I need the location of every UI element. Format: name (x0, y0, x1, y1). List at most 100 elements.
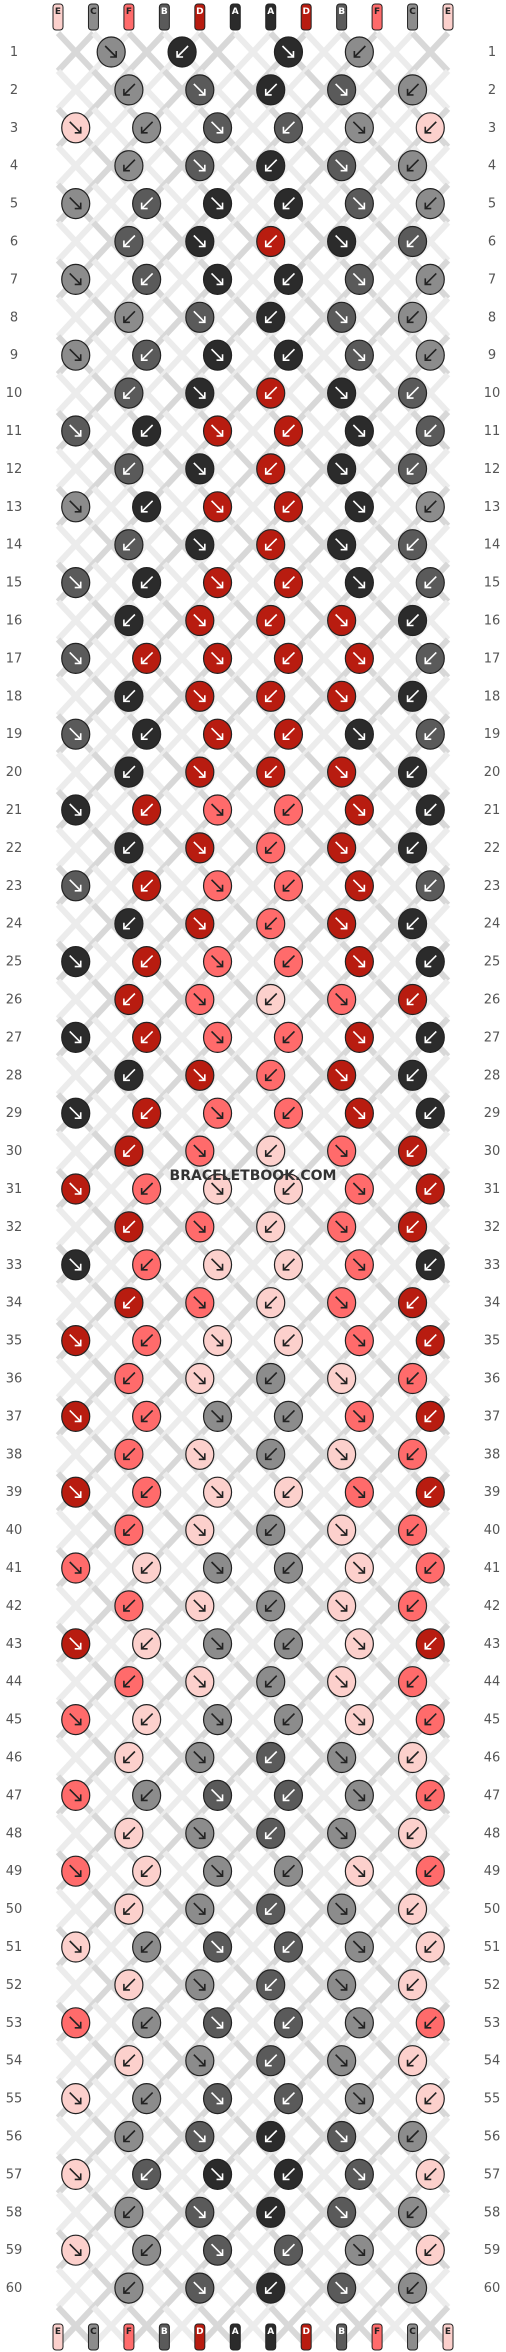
knot-arrow-icon (352, 576, 366, 589)
knot-arrow-icon (193, 2205, 206, 2219)
knot-arrow-icon (210, 955, 224, 968)
knot-arrow-icon (123, 1296, 136, 1309)
knot-arrow-icon (176, 45, 189, 58)
row-number-right: 16 (484, 614, 501, 629)
knot-arrow-icon (282, 2016, 296, 2029)
knot-arrow-icon (264, 841, 278, 854)
row-number-left: 19 (6, 727, 23, 742)
thread-segment (374, 1243, 415, 1286)
row-number-right: 58 (484, 2205, 501, 2220)
row-number-right: 48 (484, 1826, 501, 1841)
knot-arrow-icon (123, 1978, 136, 1991)
knot-arrow-icon (264, 83, 278, 96)
thread-segment (55, 1357, 96, 1400)
bottom-strand-letter: F (126, 2327, 132, 2337)
knot-arrow-icon (264, 1523, 278, 1536)
row-number-right: 45 (484, 1713, 501, 1728)
thread-segment (233, 106, 273, 149)
knot-arrow-icon (210, 1561, 224, 1574)
knot-arrow-icon (264, 1371, 278, 1385)
knot-arrow-icon (264, 689, 278, 703)
thread-segment (233, 940, 273, 983)
knot-arrow-icon (69, 727, 82, 740)
thread-segment (162, 1926, 203, 1968)
thread-segment (374, 258, 415, 301)
row-number-left: 35 (6, 1334, 23, 1349)
top-strand-tab (52, 3, 64, 31)
knot-arrow-icon (282, 1182, 296, 1195)
knot-arrow-icon (424, 1788, 437, 1802)
knot-arrow-icon (69, 1409, 82, 1423)
knot-arrow-icon (352, 727, 366, 740)
knot-arrow-icon (282, 272, 296, 286)
row-number-right: 34 (484, 1296, 501, 1311)
knot-arrow-icon (282, 1409, 296, 1423)
thread-segment (126, 2305, 167, 2347)
row-number-right: 27 (484, 1030, 501, 1045)
knot-arrow-icon (69, 2016, 82, 2029)
row-number-left: 5 (10, 197, 18, 212)
bottom-strand-tab (194, 2323, 206, 2351)
row-number-left: 59 (6, 2243, 23, 2258)
row-number-right: 20 (484, 765, 501, 780)
thread-segment (55, 1433, 96, 1476)
knot-arrow-icon (282, 348, 296, 361)
top-strand-tab (158, 3, 170, 31)
thread-segment (91, 2077, 132, 2120)
knot-arrow-icon (264, 1599, 278, 1612)
knot-arrow-icon (264, 917, 278, 930)
row-number-left: 23 (6, 879, 23, 894)
thread-segment (91, 561, 132, 604)
row-number-right: 2 (488, 83, 496, 98)
knot-arrow-icon (264, 310, 278, 324)
knot-arrow-icon (335, 83, 348, 96)
thread-segment (162, 1092, 203, 1135)
thread-segment (374, 561, 415, 604)
knot-arrow-icon (335, 1371, 348, 1385)
knot-arrow-icon (193, 1978, 206, 1991)
thread-segment (233, 713, 273, 756)
thread-segment (233, 2077, 273, 2120)
bottom-strand-letter: A (267, 2327, 274, 2337)
knot-arrow-icon (69, 2167, 82, 2181)
knot-arrow-icon (352, 1409, 366, 1423)
row-number-left: 24 (6, 917, 23, 932)
knot-arrow-icon (282, 197, 296, 210)
top-strand-letter: D (196, 7, 203, 17)
knot-arrow-icon (352, 1637, 366, 1650)
knot-arrow-icon (352, 651, 366, 665)
bottom-strand-letter: C (90, 2327, 97, 2337)
knot-arrow-icon (210, 2167, 224, 2181)
row-number-left: 10 (6, 386, 23, 401)
knot-arrow-icon (69, 1485, 82, 1498)
knot-arrow-icon (424, 2243, 437, 2256)
knot-arrow-icon (352, 2016, 366, 2029)
knot-arrow-icon (193, 992, 206, 1006)
row-number-left: 48 (6, 1826, 23, 1841)
thread-segment (303, 1547, 344, 1589)
row-number-left: 60 (6, 2281, 23, 2296)
thread-segment (374, 485, 415, 528)
knot-arrow-icon (123, 1675, 136, 1688)
knot-arrow-icon (424, 2092, 437, 2105)
row-number-right: 47 (484, 1788, 501, 1803)
row-number-right: 24 (484, 917, 501, 932)
row-number-right: 4 (488, 159, 496, 174)
knot-arrow-icon (193, 462, 206, 475)
top-strand-letter: D (302, 7, 309, 17)
knot-arrow-icon (140, 500, 154, 513)
knot-arrow-icon (282, 2243, 296, 2256)
knot-arrow-icon (264, 2281, 278, 2294)
knot-arrow-icon (352, 1182, 366, 1195)
thread-segment (303, 1319, 344, 1362)
knot-arrow-icon (264, 1447, 278, 1461)
thread-segment (162, 561, 203, 604)
row-number-right: 11 (484, 424, 501, 439)
knot-arrow-icon (193, 1902, 206, 1915)
knot-arrow-icon (210, 2016, 224, 2029)
thread-segment (233, 561, 273, 604)
knot-arrow-icon (69, 272, 82, 286)
thread-segment (303, 789, 344, 831)
knot-arrow-icon (123, 1068, 136, 1082)
thread-segment (162, 182, 203, 225)
